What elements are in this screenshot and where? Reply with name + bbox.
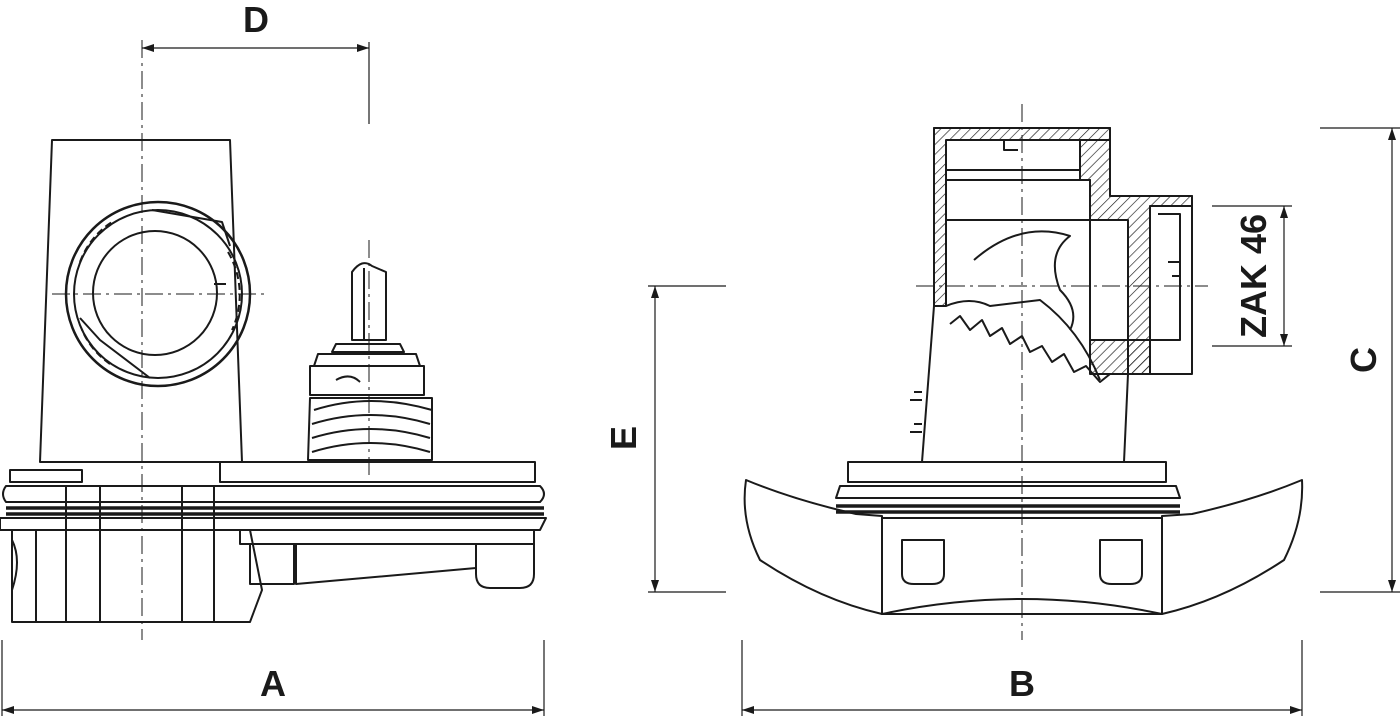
right-view	[743, 104, 1304, 640]
dimension-label-c: C	[1343, 347, 1384, 373]
right-centre-lines	[916, 104, 1208, 640]
dimension-label-e: E	[603, 426, 644, 450]
left-centre-lines	[52, 40, 370, 640]
left-spindle	[307, 262, 433, 461]
left-view	[0, 40, 547, 640]
left-base	[0, 461, 547, 623]
connector-spec-label: ZAK 46	[1233, 214, 1274, 338]
left-wing-handle	[743, 479, 883, 615]
dimension-label-d: D	[243, 0, 269, 40]
right-base	[743, 461, 1304, 615]
right-hatched-section	[933, 127, 1193, 375]
right-wing-handle	[1161, 479, 1304, 615]
dimension-label-a: A	[260, 663, 286, 704]
dimension-label-b: B	[1009, 663, 1035, 704]
left-tower	[39, 139, 243, 463]
dimension-lines	[1, 42, 1400, 716]
right-body	[910, 127, 1193, 463]
